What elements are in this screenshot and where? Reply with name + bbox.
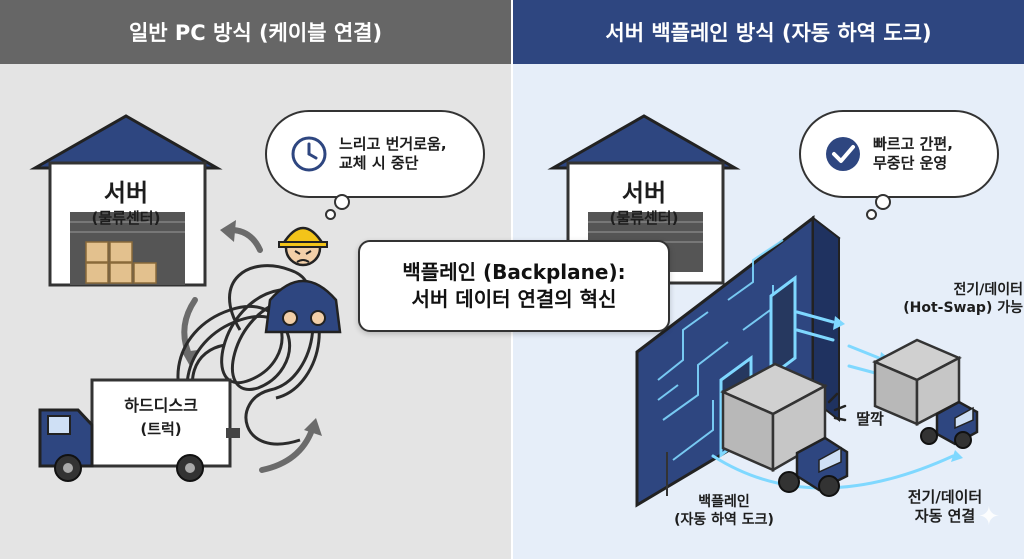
right-server-subtitle: (물류센터) [584,209,704,228]
center-callout: 백플레인 (Backplane): 서버 데이터 연결의 혁신 [358,240,670,332]
hotswap-line1: 전기/데이터 [883,282,1023,300]
sparkle-icon: ✦ [978,502,1000,532]
thought-dot [866,209,877,220]
truck-subtitle: (트럭) [92,420,230,439]
backplane-line1: 백플레인 [649,494,799,512]
truck-title: 하드디스크 [92,396,230,416]
left-server-subtitle: (물류센터) [66,209,186,228]
hotswap-line2: (Hot-Swap) 가능 [883,300,1023,318]
center-line2: 서버 데이터 연결의 혁신 [412,286,617,313]
backplane-label: 백플레인 (자동 하역 도크) [649,494,799,529]
hotswap-truck-icon [875,340,977,448]
worker-icon [266,228,340,332]
left-server-title: 서버 [76,178,176,208]
right-thought-bubble: 빠르고 간편, 무중단 운영 [799,110,999,198]
left-bubble-line1: 느리고 번거로움, [339,135,447,155]
hotswap-label: 전기/데이터 (Hot-Swap) 가능 [883,282,1023,317]
left-thought-bubble: 느리고 번거로움, 교체 시 중단 [265,110,485,198]
center-line1: 백플레인 (Backplane): [402,259,625,286]
check-icon [823,134,863,174]
clock-icon [289,134,329,174]
click-label: 딸깍 [845,410,895,429]
right-bubble-line2: 무중단 운영 [873,154,953,174]
thought-dot [334,194,350,210]
backplane-line2: (자동 하역 도크) [649,512,799,530]
left-bubble-line2: 교체 시 중단 [339,154,447,174]
thought-dot [325,209,336,220]
thought-dot [875,194,891,210]
right-server-title: 서버 [594,178,694,208]
right-bubble-line1: 빠르고 간편, [873,135,953,155]
